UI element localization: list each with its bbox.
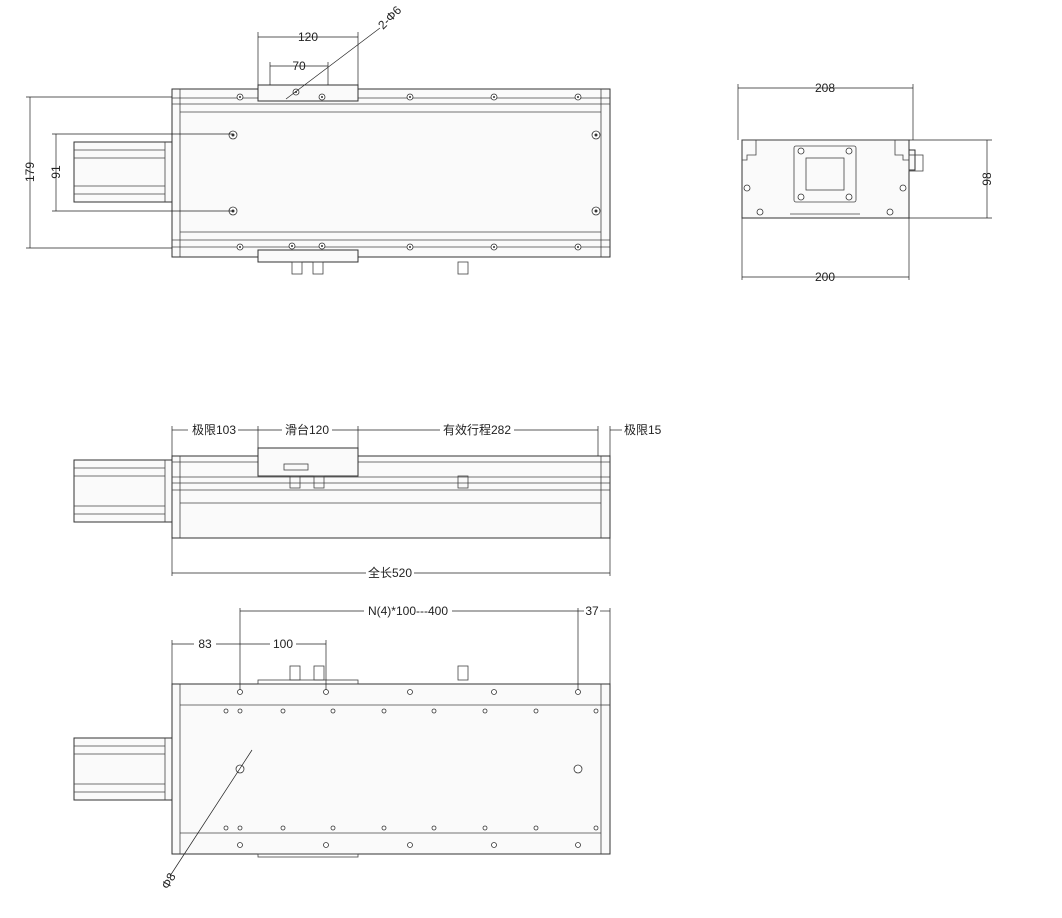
side-slide — [257, 447, 359, 477]
side-rail-body — [171, 455, 611, 539]
dim-right-offset: 37 — [585, 604, 599, 618]
dim-hole-dia: Φ8 — [158, 870, 178, 891]
end-motor-flange — [793, 145, 857, 203]
dim-left-limit: 极限103 — [192, 423, 236, 437]
dim-hole-callout: 2-Φ6 — [375, 3, 404, 32]
side-view: 极限103 滑台120 有效行程282 极限15 全长520 — [73, 422, 662, 580]
dim-hole-pattern: N(4)*100---400 — [368, 604, 448, 618]
dim-hole-pitch: 70 — [292, 59, 306, 73]
top-slide — [257, 84, 359, 102]
dim-effective-stroke: 有效行程282 — [443, 422, 511, 437]
dim-slide-length: 滑台120 — [285, 422, 329, 437]
dim-left-offset: 83 — [198, 637, 212, 651]
dim-motor-width: 91 — [49, 165, 63, 179]
bottom-motor — [73, 737, 175, 801]
top-rail-body — [171, 88, 611, 258]
dim-hole-spacing: 100 — [273, 637, 293, 651]
top-motor — [73, 141, 175, 203]
side-motor — [73, 459, 175, 523]
dim-end-bottom-width: 200 — [815, 270, 835, 284]
dim-overall-width: 179 — [23, 162, 37, 182]
dim-end-height: 98 — [980, 172, 994, 186]
dim-total-length: 全长520 — [368, 565, 412, 580]
dim-end-top-width: 208 — [815, 81, 835, 95]
top-view: 120 70 2-Φ6 179 91 — [23, 3, 611, 275]
bottom-view: Φ8 83 100 N(4)*100---400 37 — [73, 604, 611, 892]
end-view: 208 200 98 — [737, 81, 994, 284]
dim-slide-width: 120 — [298, 30, 318, 44]
dim-right-limit: 极限15 — [624, 423, 662, 437]
